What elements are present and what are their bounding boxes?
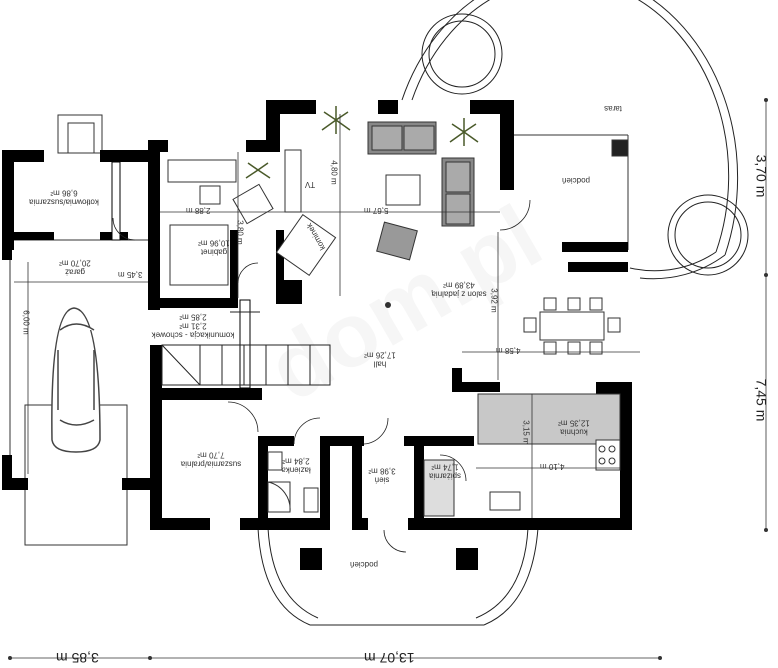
living-furniture <box>275 121 475 277</box>
room-name: łazienka <box>281 465 311 475</box>
dim-label: 5,67 m <box>364 206 389 215</box>
dim-label: 3,92 m <box>489 288 499 313</box>
room-name: hall <box>373 359 387 369</box>
room-label-komunikacja: komunikacja - schowek 2,31 m² 2,85 m² <box>138 312 248 340</box>
terrace-arcs <box>401 0 749 280</box>
dim-label: 3,15 m <box>521 420 531 445</box>
room-label-hall: hall 17,26 m² <box>352 350 408 368</box>
dim-label: 3,45 m <box>118 270 143 279</box>
room-name: garaż <box>65 267 86 277</box>
room-area: 7,70 m² <box>197 450 225 460</box>
room-label-sien: sień 3,98 m² <box>362 466 402 484</box>
car-icon <box>51 307 101 453</box>
entrance-arcs <box>257 527 539 626</box>
dimension-lines <box>10 100 767 659</box>
room-area: 20,70 m² <box>59 258 91 268</box>
room-name: spiżarnia <box>429 471 462 481</box>
dim-label: 4,80 m <box>329 160 339 185</box>
room-label-suszarnia: suszarnia/pralnia 7,70 m² <box>176 450 246 468</box>
label-podcien-top: podcień <box>561 176 591 186</box>
room-name: gabinet <box>200 247 228 257</box>
kitchen-units <box>423 393 621 517</box>
dim-label: 2,88 m <box>186 206 211 215</box>
room-area: 43,89 m² <box>443 280 475 290</box>
room-area: 2,84 m² <box>282 456 310 466</box>
room-name: suszarnia/pralnia <box>180 459 242 469</box>
room-label-spizarnia: spiżarnia 1,74 m² <box>426 462 464 480</box>
door-swings <box>112 199 531 553</box>
label-taras: taras <box>604 104 622 114</box>
room-area: 17,26 m² <box>364 350 396 360</box>
gabinet-furniture <box>167 159 274 286</box>
label-podcien-bottom: podcień <box>349 560 379 570</box>
label-tv: TV <box>304 180 316 190</box>
room-label-kuchnia: kuchnia 12,35 m² <box>546 418 602 436</box>
bathroom-fixtures <box>267 451 319 513</box>
room-label-garaz: garaż 20,70 m² <box>40 258 110 276</box>
walls <box>2 100 632 570</box>
room-name: kuchnia <box>560 427 588 437</box>
room-label-kotlownia: kotłownia/suszarnia 6,86 m² <box>14 188 114 206</box>
room-name: sień <box>374 475 390 485</box>
room-area: 3,98 m² <box>368 466 396 476</box>
room-label-lazienka: łazienka 2,84 m² <box>276 456 316 474</box>
room-area: 2,85 m² <box>179 312 207 322</box>
room-area: 2,31 m² <box>179 321 207 331</box>
room-name: komunikacja - schowek <box>151 330 235 340</box>
room-area: 6,86 m² <box>50 188 78 198</box>
dim-label: 4,10 m <box>540 462 565 471</box>
stairs <box>161 311 331 386</box>
dim-label-total: 7,45 m <box>753 378 770 422</box>
room-name: kotłownia/suszarnia <box>29 197 99 207</box>
room-area: 1,74 m² <box>431 462 459 472</box>
dim-label-total: 3,70 m <box>753 154 770 198</box>
room-area: 12,35 m² <box>558 418 590 428</box>
dining-set <box>523 297 621 355</box>
dim-label: 3,80 m <box>235 220 245 245</box>
dim-label-total: 3,85 m <box>56 650 99 666</box>
room-label-salon: salon z jadalnią 43,89 m² <box>424 280 494 298</box>
dim-label-total: 13,07 m <box>364 650 415 666</box>
plant-icons <box>245 106 479 179</box>
dimension-ticks <box>8 98 768 660</box>
dim-label: 6,00 m <box>21 310 31 335</box>
room-name: salon z jadalnią <box>431 289 487 299</box>
dim-label: 4,58 m <box>496 346 521 355</box>
